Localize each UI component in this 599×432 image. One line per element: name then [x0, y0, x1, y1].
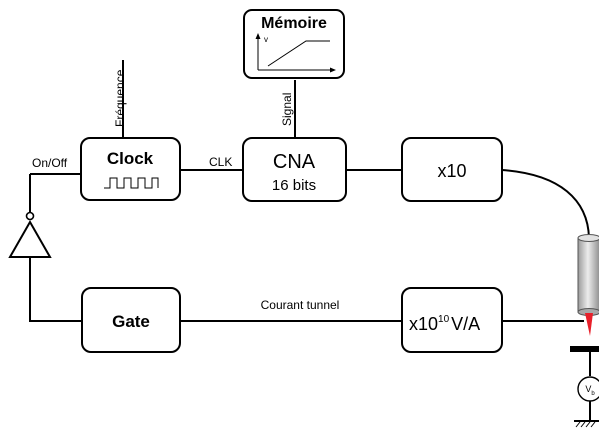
- cna-subtitle: 16 bits: [272, 177, 316, 194]
- ground-icon: [574, 420, 599, 428]
- clock-block: Clock: [80, 137, 181, 201]
- voltage-source-sub: b: [591, 391, 595, 397]
- piezo-tube-top: [577, 234, 599, 242]
- gate-to-inverter-wire: [29, 258, 82, 322]
- courant-tunnel-label: Courant tunnel: [261, 298, 340, 312]
- memoire-title: Mémoire: [261, 15, 327, 32]
- inverter-triangle-icon: [8, 219, 52, 258]
- piezo-tube-icon: [577, 237, 599, 313]
- gate-block: Gate: [81, 287, 181, 353]
- amp2-prefix: x10: [409, 314, 438, 334]
- cna-title: CNA: [273, 151, 316, 173]
- amp2-exponent: 10: [438, 314, 450, 325]
- scanner-tube: [577, 234, 599, 336]
- memoire-x-arrow-icon: [330, 67, 336, 73]
- memoire-y-arrow-icon: [255, 33, 261, 39]
- voltage-source-label: Vb: [585, 384, 595, 397]
- amplifier-x10-label: x10: [437, 161, 466, 181]
- inverter-symbol: [8, 211, 52, 258]
- square-wave-icon: [104, 177, 159, 189]
- memoire-block: Mémoire v: [243, 9, 345, 79]
- memoire-axis-v-label: v: [264, 35, 268, 44]
- on-off-label: On/Off: [32, 156, 68, 170]
- clk-label: CLK: [209, 155, 232, 169]
- amplifier-x10-block: x10: [401, 137, 503, 202]
- signal-label: Signal: [280, 93, 294, 126]
- cna-block: CNA 16 bits: [242, 137, 347, 202]
- amp-to-scanner-wire: [501, 169, 590, 239]
- amp2-unit: V/A: [451, 314, 480, 334]
- voltage-source: Vb: [577, 376, 599, 402]
- memoire-ramp-icon: [267, 40, 330, 67]
- inverter-bubble-icon: [25, 211, 35, 221]
- clock-title: Clock: [107, 149, 154, 168]
- tip-icon: [585, 313, 593, 336]
- voltage-source-v: V: [585, 384, 591, 394]
- gate-title: Gate: [112, 312, 150, 331]
- frequence-label: Fréquence: [113, 69, 127, 127]
- sample-plate: [570, 346, 599, 352]
